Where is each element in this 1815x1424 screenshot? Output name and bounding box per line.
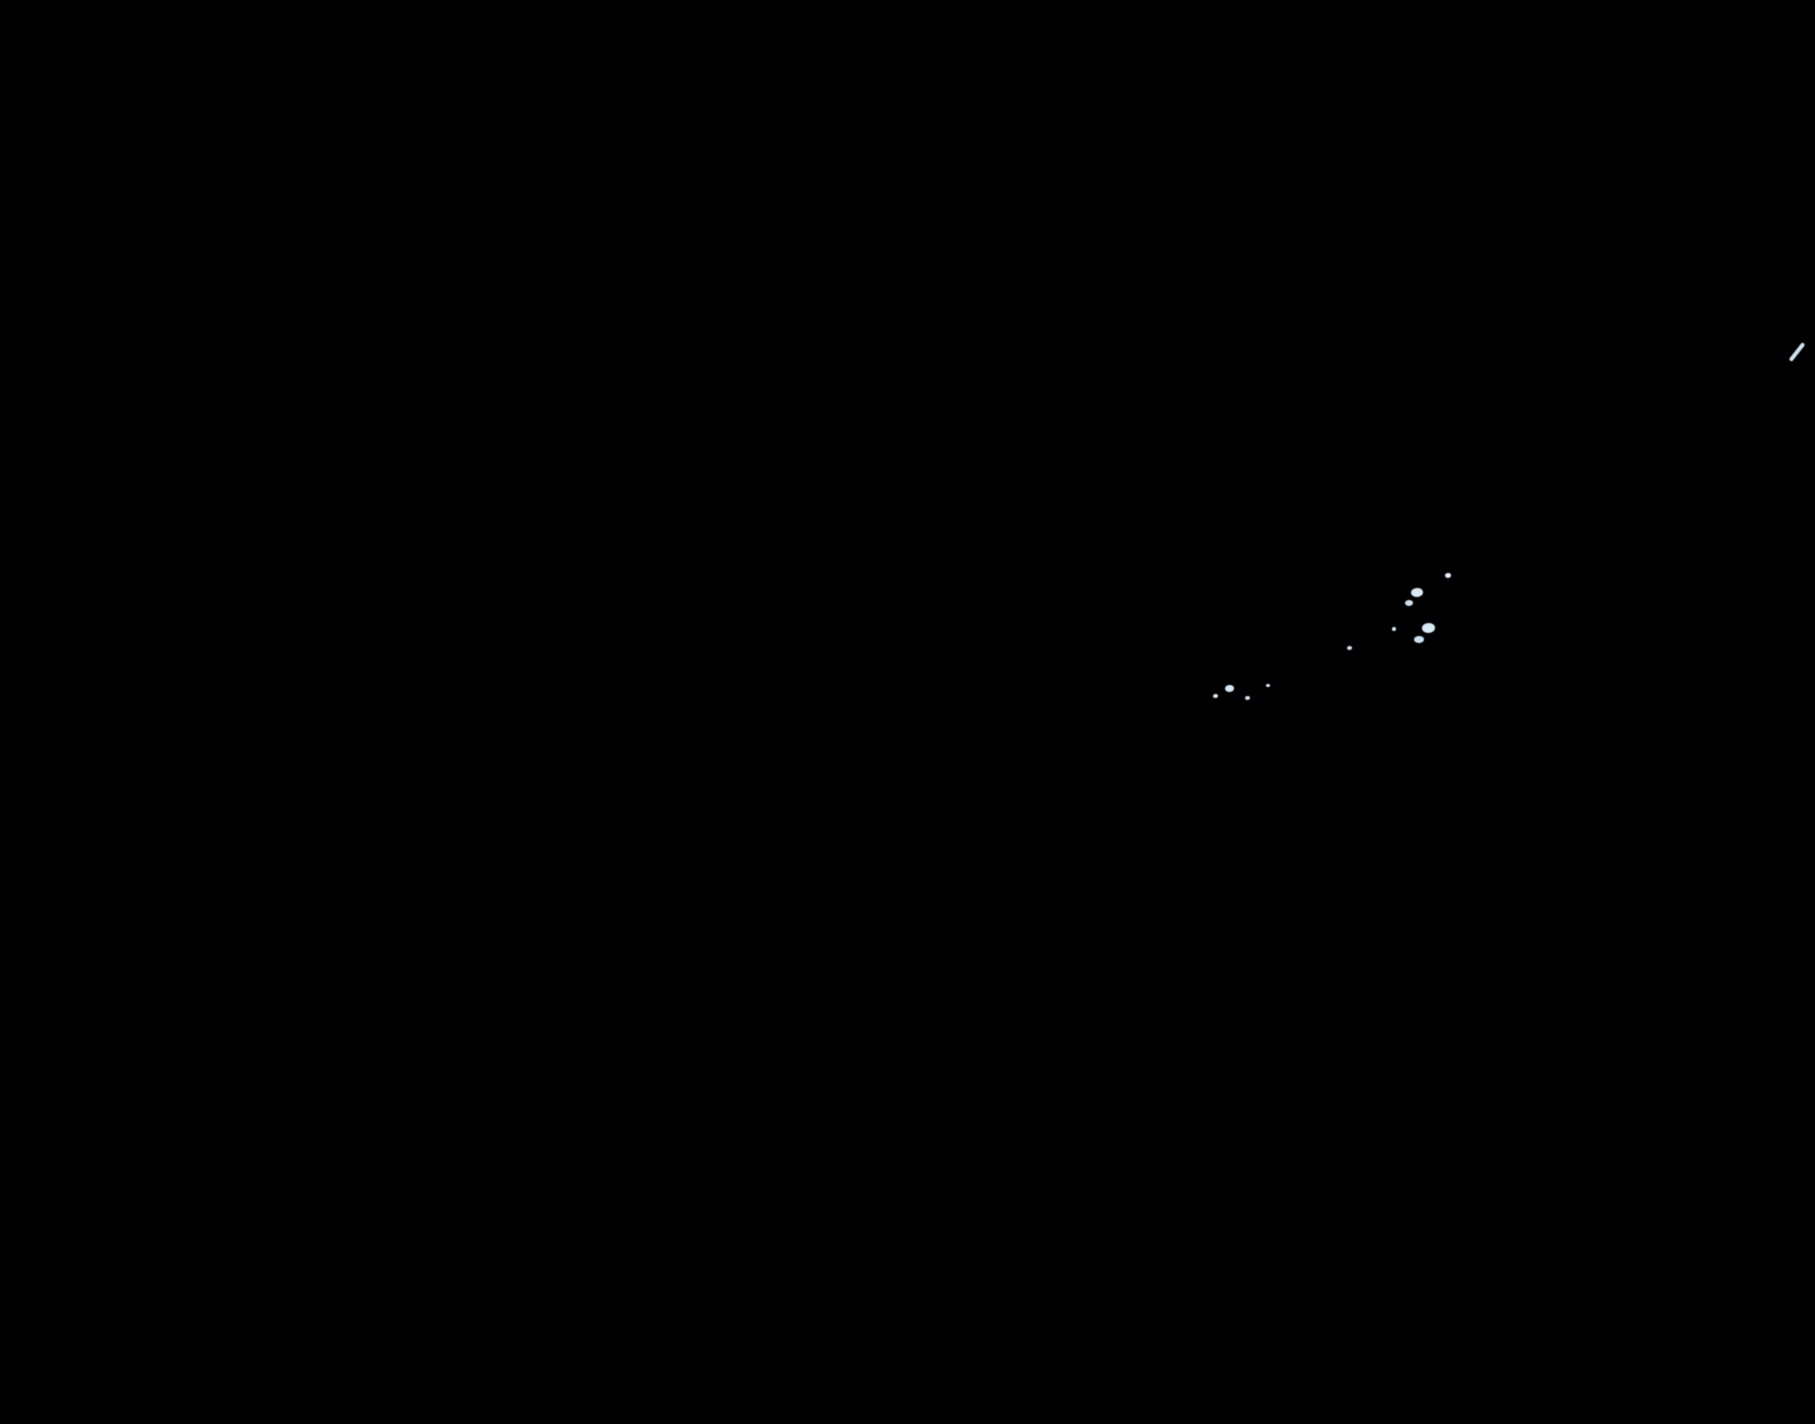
light-speck — [1347, 646, 1352, 650]
light-speck — [1422, 623, 1435, 633]
light-speck — [1405, 600, 1413, 606]
light-speck — [1266, 684, 1270, 687]
light-speck — [1414, 636, 1424, 643]
light-speck — [1392, 627, 1396, 631]
light-speck — [1213, 694, 1218, 698]
light-streak — [1788, 342, 1806, 362]
light-speck — [1225, 685, 1234, 692]
light-speck — [1445, 573, 1451, 578]
light-speck — [1411, 588, 1423, 597]
light-speck — [1245, 696, 1250, 700]
